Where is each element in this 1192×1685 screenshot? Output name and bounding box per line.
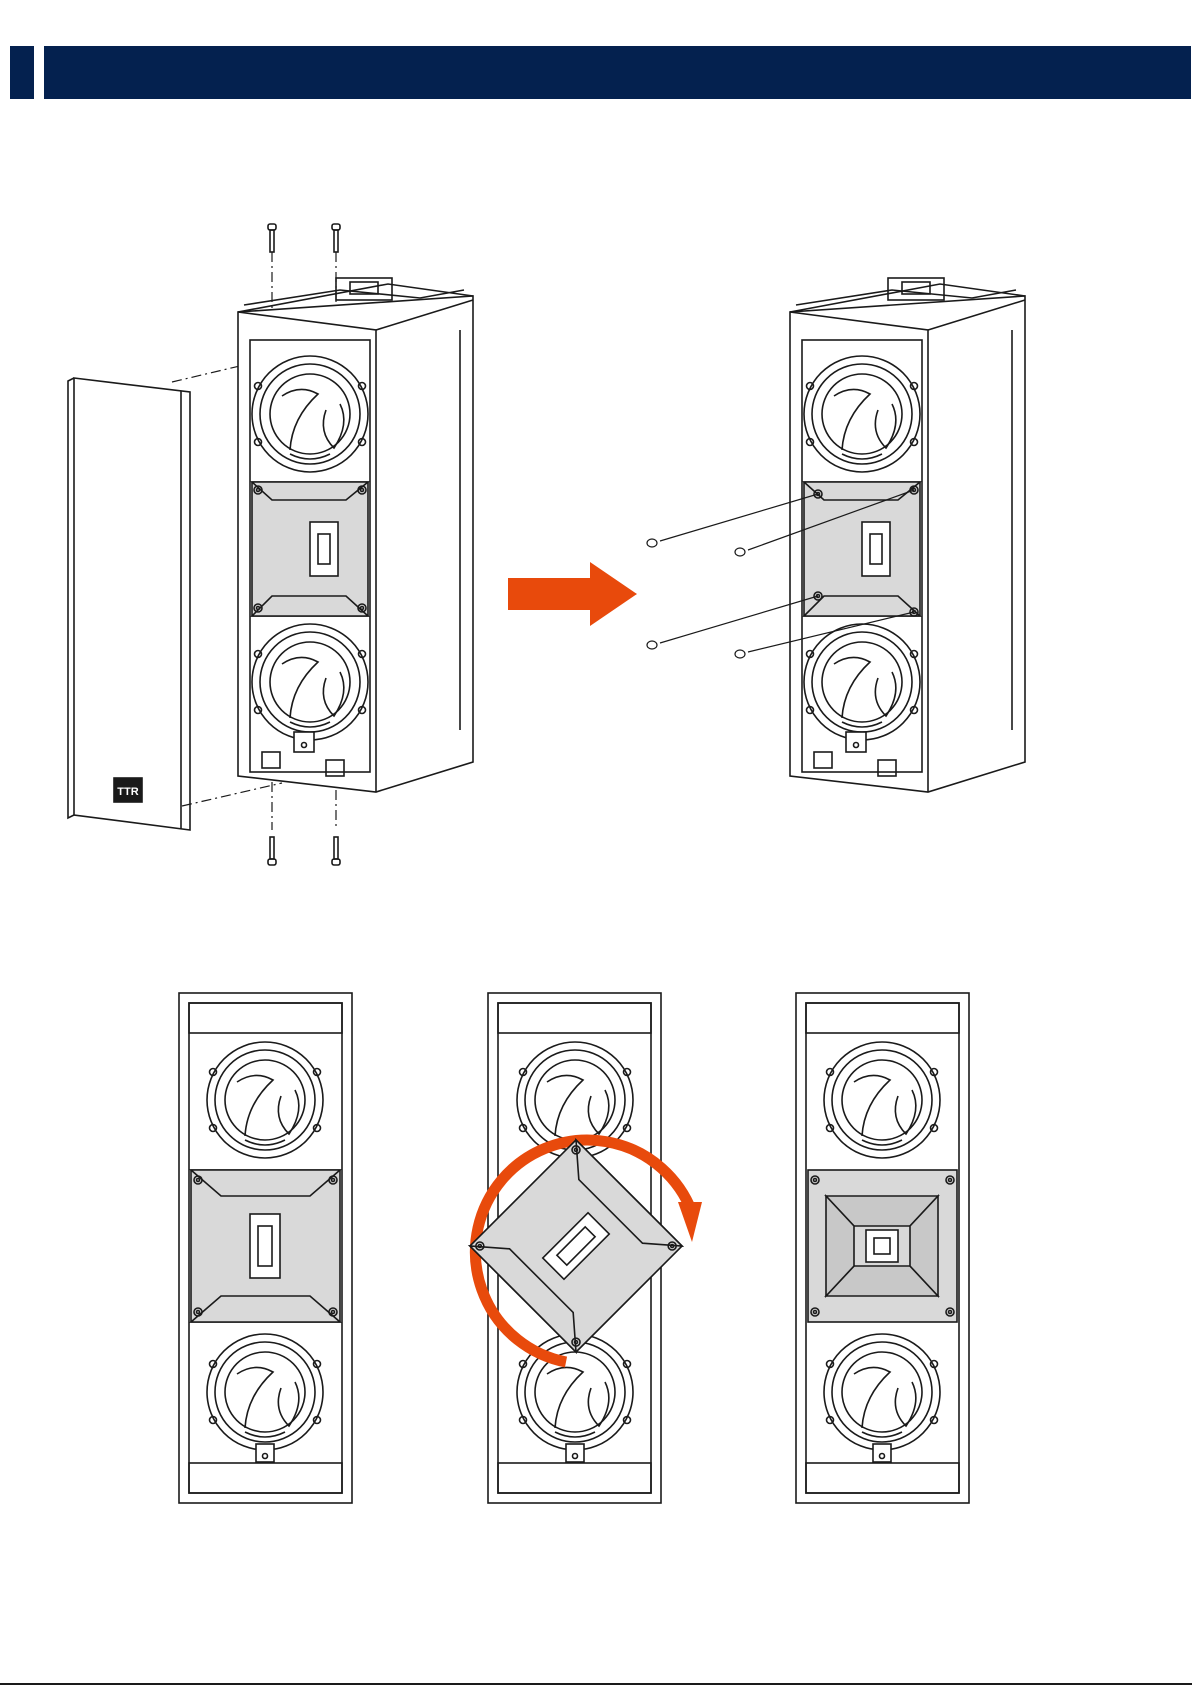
brand-logo: TTR	[114, 778, 142, 802]
figure-horn-initial	[179, 993, 352, 1503]
screw-icon	[268, 224, 276, 252]
grille-panel: TTR	[68, 378, 190, 830]
horn	[804, 482, 920, 616]
arrow-right-icon	[508, 562, 637, 626]
figure-grille-removal: TTR	[68, 224, 473, 865]
horn	[191, 1170, 340, 1322]
horn	[252, 482, 368, 616]
screw-icon	[268, 837, 276, 865]
speaker-cabinet	[238, 278, 473, 792]
figure-horn-screws	[647, 278, 1025, 792]
screw-icon	[332, 837, 340, 865]
svg-text:TTR: TTR	[117, 786, 138, 798]
figure-horn-rotated	[796, 993, 969, 1503]
horn	[808, 1170, 957, 1322]
screw-icon	[332, 224, 340, 252]
figure-horn-rotating	[470, 993, 702, 1503]
